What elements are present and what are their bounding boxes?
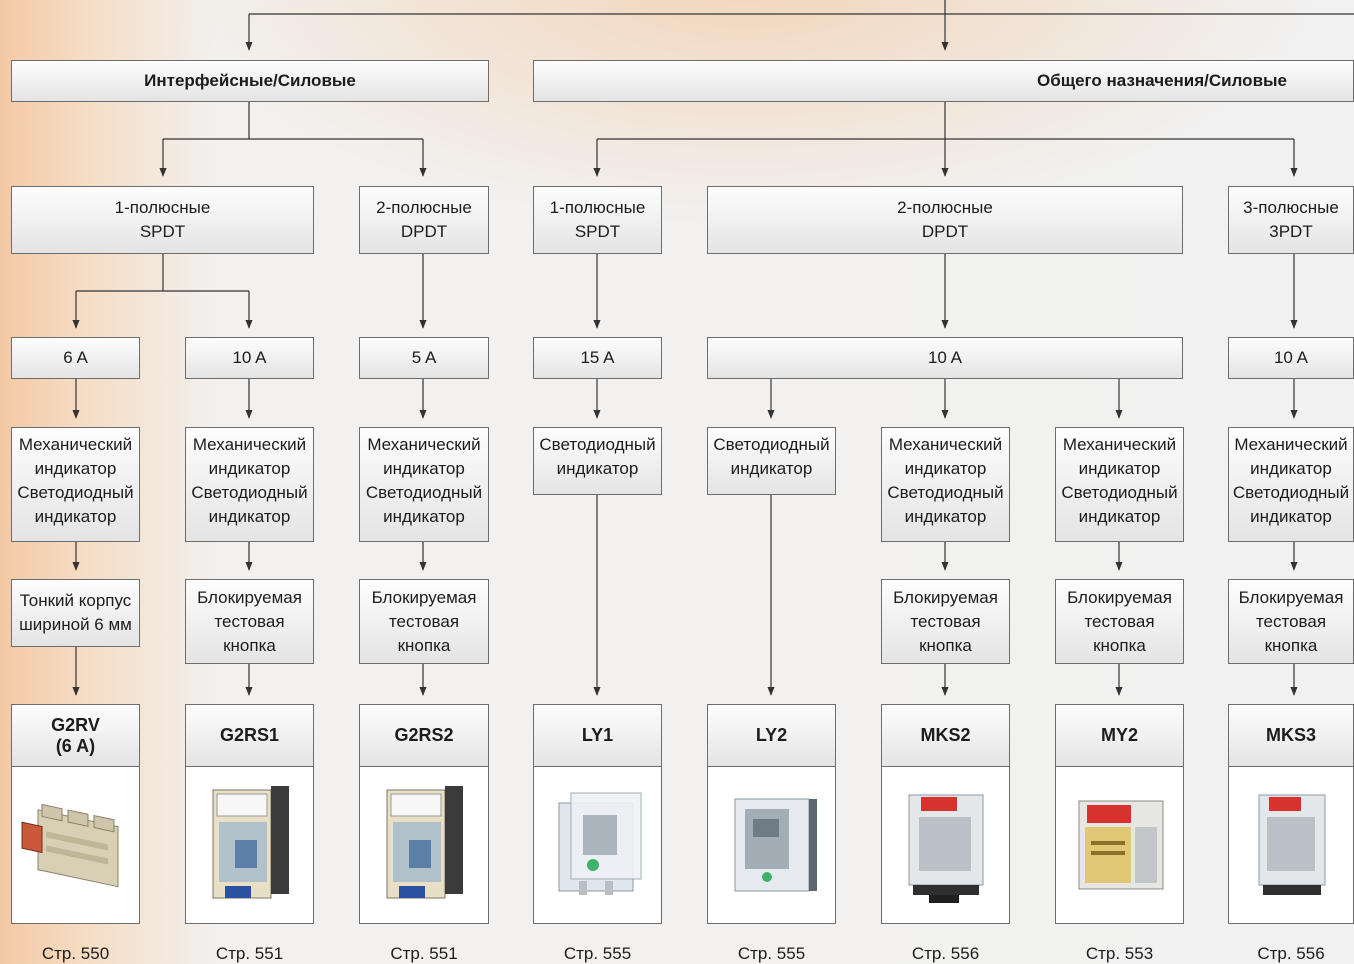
feature-label: Блокируемая тестовая кнопка <box>371 587 477 655</box>
product-card-ly1: LY1 <box>533 704 662 924</box>
indicator-box: Механический индикатор Светодиодный инди… <box>11 427 140 542</box>
poles-general-2-box: 2-полюсные DPDT <box>707 186 1183 254</box>
relay-image <box>882 767 1009 923</box>
relay-image <box>534 767 661 923</box>
indicator-label: Механический индикатор Светодиодный инди… <box>1061 435 1178 526</box>
relay-image <box>708 767 835 923</box>
current-label: 10 A <box>1273 348 1309 367</box>
current-label: 10 A <box>232 348 267 367</box>
current-box: 5 A <box>359 337 489 379</box>
indicator-box: Механический индикатор Светодиодный инди… <box>359 427 489 542</box>
poles-interface-2-label: 2-полюсные DPDT <box>376 198 472 241</box>
feature-label: Блокируемая тестовая кнопка <box>197 587 302 655</box>
product-model: LY1 <box>534 705 661 767</box>
page-reference: Стр. 556 <box>911 944 980 963</box>
current-label: 15 A <box>580 348 615 367</box>
feature-label: Блокируемая тестовая кнопка <box>893 587 998 655</box>
feature-box: Блокируемая тестовая кнопка <box>185 579 314 664</box>
indicator-box: Светодиодный индикатор <box>707 427 836 495</box>
poles-general-3-box: 3-полюсные 3PDT <box>1228 186 1354 254</box>
relay-image <box>186 767 313 923</box>
indicator-label: Механический индикатор Светодиодный инди… <box>17 435 134 526</box>
current-box: 15 A <box>533 337 662 379</box>
category-general-box: Общего назначения/Силовые <box>533 60 1354 102</box>
feature-box: Блокируемая тестовая кнопка <box>881 579 1010 664</box>
feature-label: Блокируемая тестовая кнопка <box>1067 587 1172 655</box>
product-model: LY2 <box>708 705 835 767</box>
current-box: 10 A <box>1228 337 1354 379</box>
product-card-g2rs2: G2RS2 <box>359 704 489 924</box>
product-model: G2RS2 <box>360 705 488 767</box>
current-label: 5 A <box>411 348 437 367</box>
feature-label: Блокируемая тестовая кнопка <box>1238 587 1344 655</box>
indicator-label: Механический индикатор Светодиодный инди… <box>887 435 1004 526</box>
poles-general-2-label: 2-полюсные DPDT <box>897 198 993 241</box>
product-card-g2rs1: G2RS1 <box>185 704 314 924</box>
indicator-label: Механический индикатор Светодиодный инди… <box>191 435 308 526</box>
product-card-g2rv: G2RV (6 A) <box>11 704 140 924</box>
indicator-label: Механический индикатор Светодиодный инди… <box>1232 435 1350 526</box>
indicator-label: Светодиодный индикатор <box>539 435 656 478</box>
feature-box: Блокируемая тестовая кнопка <box>1055 579 1184 664</box>
product-card-mks3: MKS3 <box>1228 704 1354 924</box>
poles-general-1-label: 1-полюсные SPDT <box>549 198 646 241</box>
indicator-box: Механический индикатор Светодиодный инди… <box>1055 427 1184 542</box>
page-reference: Стр. 555 <box>563 944 632 963</box>
relay-image <box>12 767 139 923</box>
indicator-label: Механический индикатор Светодиодный инди… <box>365 435 483 526</box>
relay-image <box>1056 767 1183 923</box>
indicator-box: Механический индикатор Светодиодный инди… <box>185 427 314 542</box>
page-reference: Стр. 556 <box>1257 944 1325 963</box>
page-reference: Стр. 555 <box>737 944 806 963</box>
page-reference: Стр. 551 <box>215 944 284 963</box>
product-model: G2RS1 <box>186 705 313 767</box>
product-model: MY2 <box>1056 705 1183 767</box>
feature-box: Блокируемая тестовая кнопка <box>1228 579 1354 664</box>
poles-general-1-box: 1-полюсные SPDT <box>533 186 662 254</box>
product-model: MKS2 <box>882 705 1009 767</box>
product-card-ly2: LY2 <box>707 704 836 924</box>
current-label: 10 A <box>927 348 963 367</box>
page-reference: Стр. 550 <box>41 944 110 963</box>
product-model: G2RV (6 A) <box>12 705 139 767</box>
indicator-label: Светодиодный индикатор <box>713 435 830 478</box>
product-card-mks2: MKS2 <box>881 704 1010 924</box>
poles-interface-1-box: 1-полюсные SPDT <box>11 186 314 254</box>
poles-general-3-label: 3-полюсные 3PDT <box>1243 198 1339 241</box>
category-interface-label: Интерфейсные/Силовые <box>144 71 356 90</box>
indicator-box: Механический индикатор Светодиодный инди… <box>1228 427 1354 542</box>
feature-box: Блокируемая тестовая кнопка <box>359 579 489 664</box>
indicator-box: Механический индикатор Светодиодный инди… <box>881 427 1010 542</box>
product-card-my2: MY2 <box>1055 704 1184 924</box>
product-model: MKS3 <box>1229 705 1353 767</box>
category-general-label: Общего назначения/Силовые <box>1037 71 1287 90</box>
relay-image <box>1229 767 1353 923</box>
feature-box: Тонкий корпус шириной 6 мм <box>11 579 140 647</box>
feature-label: Тонкий корпус шириной 6 мм <box>19 591 132 634</box>
current-label: 6 A <box>63 348 88 367</box>
page-reference: Стр. 551 <box>390 944 458 963</box>
poles-interface-1-label: 1-полюсные SPDT <box>114 198 211 241</box>
category-interface-box: Интерфейсные/Силовые <box>11 60 489 102</box>
indicator-box: Светодиодный индикатор <box>533 427 662 495</box>
poles-interface-2-box: 2-полюсные DPDT <box>359 186 489 254</box>
current-box: 6 A <box>11 337 140 379</box>
page-reference: Стр. 553 <box>1085 944 1154 963</box>
current-box: 10 A <box>707 337 1183 379</box>
relay-image <box>360 767 488 923</box>
current-box: 10 A <box>185 337 314 379</box>
